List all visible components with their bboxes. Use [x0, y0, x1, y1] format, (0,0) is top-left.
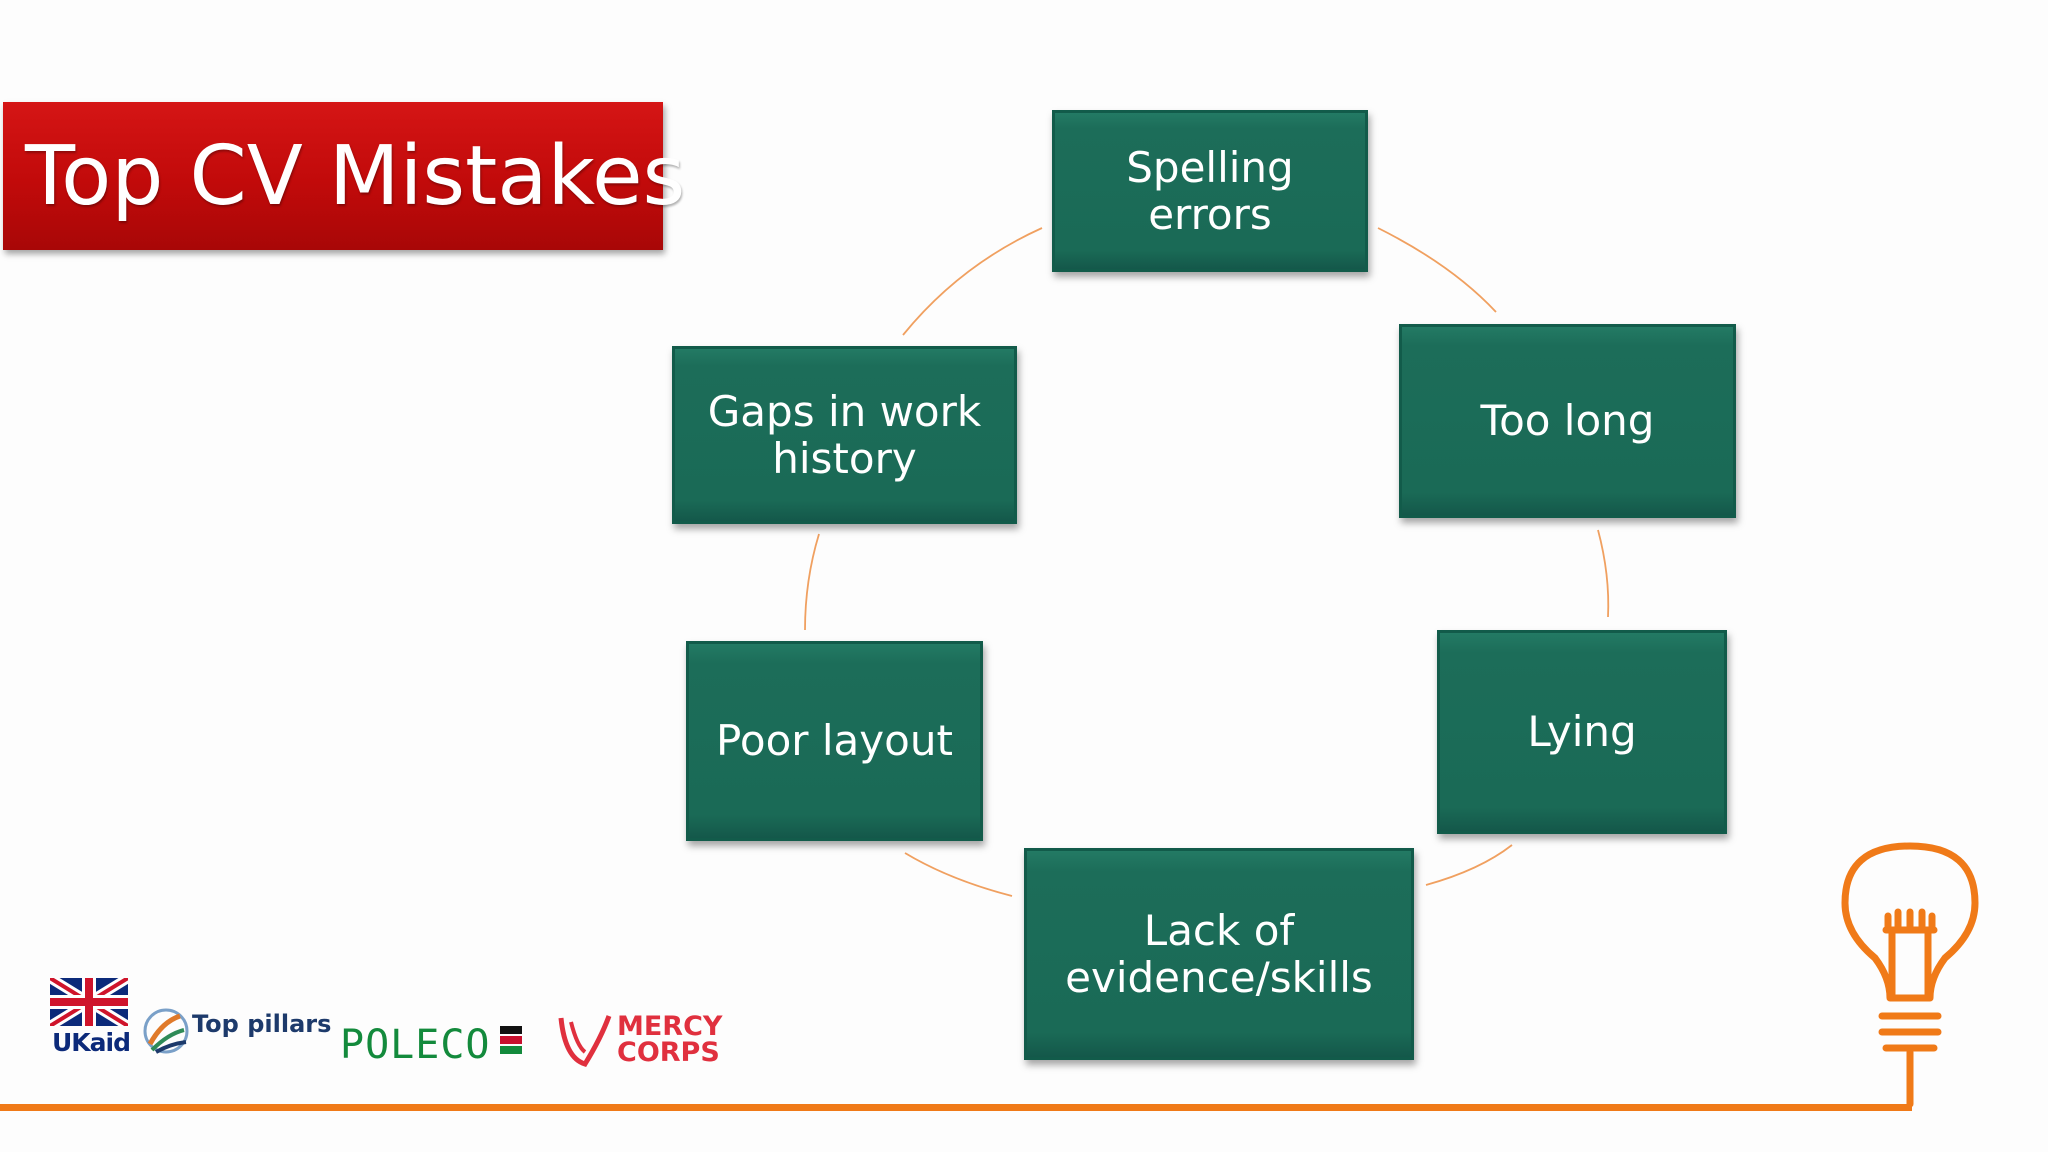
- footer-accent-line: [0, 1104, 1912, 1111]
- ukaid-wordmark: UKaid: [52, 1028, 131, 1057]
- lightbulb-icon: [1841, 842, 1979, 1108]
- union-flag-icon: [47, 973, 131, 1031]
- mercy-corps-wordmark: MERCY CORPS: [617, 1011, 723, 1068]
- connector-gaps-spelling: [902, 227, 1043, 336]
- node-poor-layout: Poor layout: [686, 641, 983, 841]
- connector-spelling-toolong: [1377, 227, 1497, 313]
- node-label: Gaps in work history: [707, 386, 982, 483]
- mercy-corps-logo: MERCY CORPS: [555, 1008, 723, 1072]
- node-label: Lack of evidence/skills: [1065, 905, 1373, 1002]
- node-lying: Lying: [1437, 630, 1727, 834]
- poleco-wordmark: POLECO: [340, 1022, 491, 1068]
- node-label: Too long: [1480, 396, 1655, 446]
- connector-toolong-lying: [1597, 529, 1610, 618]
- node-gaps-in-work-history: Gaps in work history: [672, 346, 1017, 524]
- connector-poor-gaps: [804, 533, 820, 631]
- node-lack-of-evidence: Lack of evidence/skills: [1024, 848, 1414, 1060]
- node-label: Poor layout: [716, 716, 953, 766]
- top-pillars-logo: Top pillars: [142, 1004, 370, 1064]
- node-label: Spelling errors: [1126, 142, 1294, 239]
- kenya-flag-icon: [500, 1026, 522, 1054]
- top-pillars-emblem-icon: [143, 1008, 189, 1054]
- ukaid-logo: UKaid: [47, 973, 131, 1066]
- top-pillars-wordmark: Top pillars: [192, 1010, 332, 1038]
- mercy-corps-emblem-icon: [558, 1015, 612, 1067]
- connector-lying-lack: [1425, 844, 1513, 886]
- node-too-long: Too long: [1399, 324, 1736, 518]
- connector-lack-poor: [904, 852, 1013, 897]
- node-spelling-errors: Spelling errors: [1052, 110, 1368, 272]
- title-banner: Top CV Mistakes: [3, 102, 685, 250]
- poleco-logo: POLECO: [340, 1022, 540, 1072]
- slide-title: Top CV Mistakes: [25, 128, 686, 224]
- node-label: Lying: [1527, 707, 1637, 757]
